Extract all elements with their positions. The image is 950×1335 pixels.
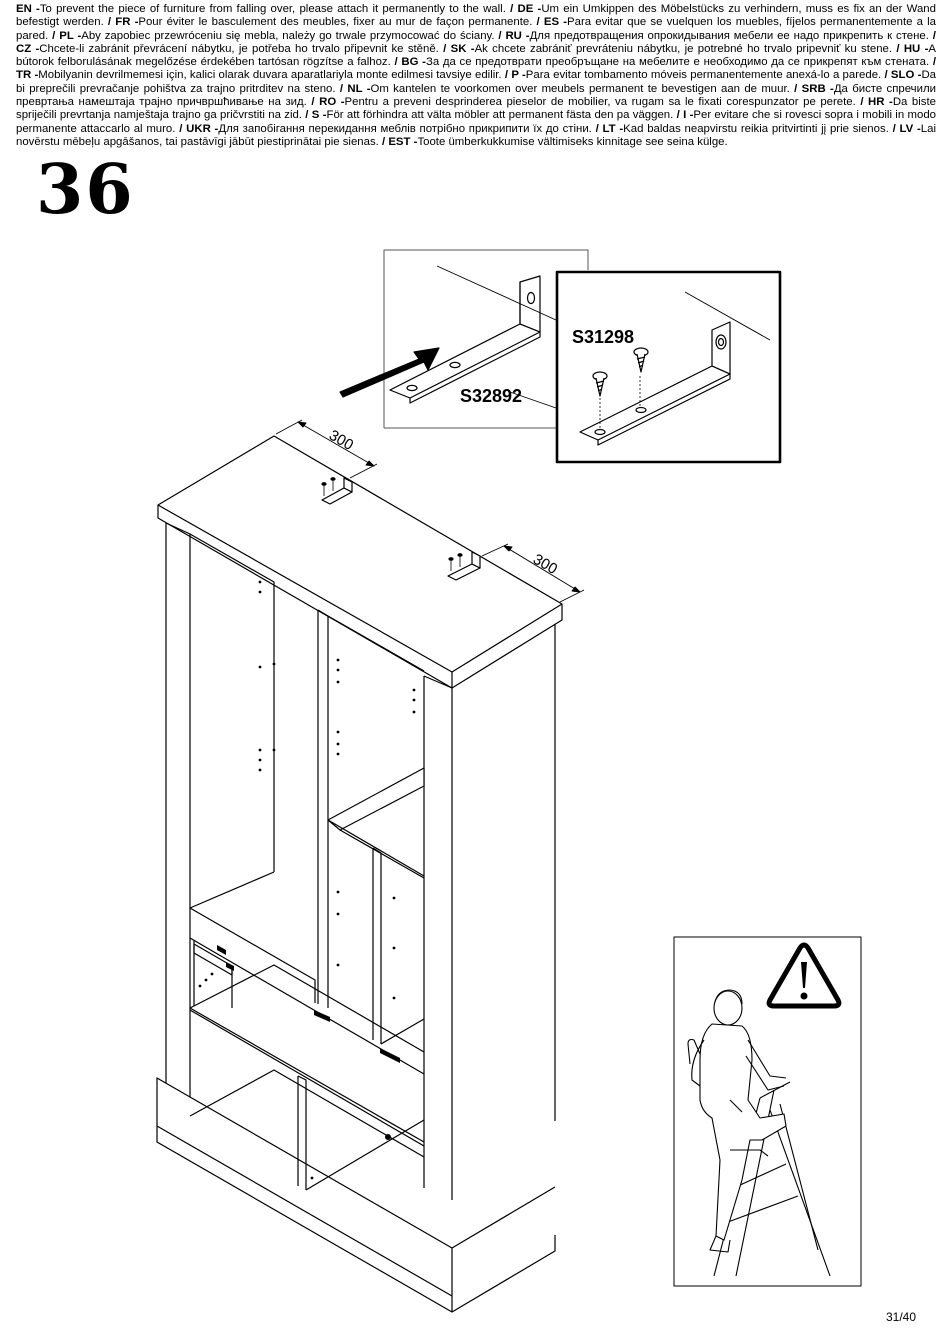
warning-segment-sk: / SK -Ak chcete zabrániť prevráteniu náb… bbox=[439, 43, 892, 55]
insert-arrow-icon bbox=[339, 347, 440, 398]
warning-sentence: Kad baldas neapvirstu reikia pritvirtint… bbox=[623, 122, 889, 135]
screw-icon bbox=[633, 347, 649, 373]
bracket-detail-panel bbox=[339, 249, 589, 429]
language-code: / RO - bbox=[306, 96, 345, 109]
warning-segment-tr: / TR -Mobilyanin devrilmemesi için, kali… bbox=[16, 56, 936, 81]
warning-sentence: Mobilyanin devrilmemesi için, kalici ola… bbox=[38, 69, 502, 82]
warning-sentence: Om kantelen te voorkomen over meubels pe… bbox=[370, 82, 790, 95]
warning-sentence: Aby zapobiec przewróceniu się mebla, nal… bbox=[81, 29, 495, 42]
language-code: / RU - bbox=[494, 29, 530, 42]
page-number: 31/40 bbox=[885, 1310, 916, 1324]
warning-sentence: Para evitar que se vuelquen los muebles,… bbox=[16, 16, 936, 42]
warning-sentence: To prevent the piece of furniture from f… bbox=[39, 3, 506, 15]
warning-segment-est: / EST -Toote ümberkukkumise vältimiseks … bbox=[379, 136, 728, 148]
warning-segment-slo: / SLO -Da bi preprečili prevračanje pohi… bbox=[16, 69, 936, 94]
warning-segment-fr: / FR -Pour éviter le basculement des meu… bbox=[103, 16, 533, 29]
language-code: / SRB - bbox=[789, 82, 834, 95]
bracket-part-code: S32892 bbox=[460, 386, 522, 406]
safety-panel bbox=[673, 936, 862, 1287]
step-number: 36 bbox=[36, 150, 135, 230]
language-code: / UKR - bbox=[175, 122, 219, 135]
warning-segment-en: EN -To prevent the piece of furniture fr… bbox=[16, 3, 506, 15]
warning-segment-hu: / HU -A bútorok felborulásának megelőzés… bbox=[16, 43, 936, 68]
language-code: / I - bbox=[673, 109, 694, 122]
warning-segment-ukr: / UKR -Для запобігання перекидання меблі… bbox=[175, 122, 592, 135]
language-code: / S - bbox=[301, 109, 327, 122]
language-code: / HR - bbox=[855, 96, 893, 109]
language-code: / SK - bbox=[438, 42, 475, 55]
language-code: / CZ - bbox=[16, 29, 936, 55]
dimension-right-offset: 300 bbox=[530, 551, 560, 578]
top-bracket-right bbox=[447, 551, 481, 581]
language-code: / TR - bbox=[16, 56, 936, 82]
language-code: / PL - bbox=[48, 29, 82, 42]
warning-sentence: Um ein Umkippen des Möbelstücks zu verhi… bbox=[16, 3, 936, 29]
language-code: / FR - bbox=[103, 16, 139, 29]
dimension-lines bbox=[275, 419, 585, 603]
warning-segment-p: / P -Para evitar tombamento móveis perma… bbox=[501, 69, 882, 82]
warning-sentence: Toote ümberkukkumise vältimiseks kinnita… bbox=[417, 135, 728, 148]
warning-sentence: Para evitar tombamento móveis permanente… bbox=[525, 69, 882, 82]
language-code: / ES - bbox=[532, 16, 568, 29]
person-on-stepladder-icon bbox=[687, 989, 831, 1277]
warning-segment-ro: / RO -Pentru a preveni desprinderea pies… bbox=[306, 96, 856, 109]
warning-segment-srb: / SRB -Да бисте спречили превртања намеш… bbox=[16, 83, 936, 108]
warning-sentence: Da biste spriječili prevrtanja namještaj… bbox=[16, 96, 936, 122]
warning-sentence: Pentru a preveni desprinderea pieselor d… bbox=[344, 96, 856, 109]
language-code: / DE - bbox=[505, 3, 542, 15]
warning-sentence: Pour éviter le basculement des meubles, … bbox=[138, 16, 533, 29]
language-code: EN - bbox=[16, 3, 40, 15]
language-code: / LV - bbox=[888, 122, 921, 135]
cabinet-drawing bbox=[156, 419, 585, 1313]
warning-sentence: Lai novērstu mēbeļu apgāšanos, tai pastā… bbox=[16, 122, 936, 148]
bracket-s32892-drawing bbox=[389, 275, 541, 404]
warning-sentence: Да бисте спречили превртања намештаја тр… bbox=[16, 82, 936, 109]
language-code: / HU - bbox=[892, 42, 929, 55]
screw-detail-panel bbox=[555, 270, 782, 464]
language-code: / LT - bbox=[591, 122, 624, 135]
warning-triangle-icon bbox=[766, 942, 842, 1009]
warning-sentence: För att förhindra att välta möbler att p… bbox=[326, 109, 674, 122]
dimension-left-offset: 300 bbox=[326, 427, 356, 454]
warning-sentence: Da bi preprečili prevračanje pohištva za… bbox=[16, 69, 936, 95]
warning-segment-de: / DE -Um ein Umkippen des Möbelstücks zu… bbox=[16, 3, 936, 28]
warning-segment-lt: / LT -Kad baldas neapvirstu reikia pritv… bbox=[592, 123, 889, 135]
warning-segment-pl: / PL -Aby zapobiec przewróceniu się mebl… bbox=[48, 30, 494, 42]
top-bracket-left bbox=[321, 477, 353, 505]
warning-sentence: Per evitare che si rovesci sopra i mobil… bbox=[16, 109, 936, 135]
warning-sentence: Chcete-li zabránit převrácení nábytku, j… bbox=[39, 42, 439, 55]
warning-sentence: A bútorok felborulásának megelőzése érde… bbox=[16, 42, 936, 69]
screw-icon bbox=[592, 371, 608, 397]
warning-sentence: Для запобігання перекидання меблів потрі… bbox=[218, 122, 592, 135]
warning-segment-bg: / BG -За да се предотврати преобръщане н… bbox=[391, 56, 929, 68]
warning-segment-cz: / CZ -Chcete-li zabránit převrácení náby… bbox=[16, 30, 936, 55]
warning-segment-ru: / RU -Для предотвращения опрокидывания м… bbox=[495, 30, 929, 42]
language-code: / BG - bbox=[390, 56, 426, 69]
language-code: / SLO - bbox=[881, 69, 922, 82]
warning-segment-es: / ES -Para evitar que se vuelquen los mu… bbox=[16, 16, 936, 41]
wall-fixing-warning-text: EN -To prevent the piece of furniture fr… bbox=[16, 3, 936, 149]
language-code: / NL - bbox=[335, 82, 371, 95]
warning-segment-lv: / LV -Lai novērstu mēbeļu apgāšanos, tai… bbox=[16, 123, 936, 148]
language-code: / EST - bbox=[378, 135, 418, 148]
warning-sentence: За да се предотврати преобръщане на мебе… bbox=[425, 56, 930, 69]
warning-segment-hr: / HR -Da biste spriječili prevrtanja nam… bbox=[16, 96, 936, 121]
warning-segment-s: / S -För att förhindra att välta möbler … bbox=[302, 109, 673, 121]
warning-segment-i: / I -Per evitare che si rovesci sopra i … bbox=[16, 109, 936, 134]
screw-part-code: S31298 bbox=[572, 327, 634, 347]
warning-segment-nl: / NL -Om kantelen te voorkomen over meub… bbox=[336, 83, 790, 95]
warning-sentence: Для предотвращения опрокидывания мебели … bbox=[529, 29, 929, 42]
language-code: / P - bbox=[501, 69, 526, 82]
warning-sentence: Ak chcete zabrániť prevráteniu nábytku, … bbox=[474, 42, 893, 55]
